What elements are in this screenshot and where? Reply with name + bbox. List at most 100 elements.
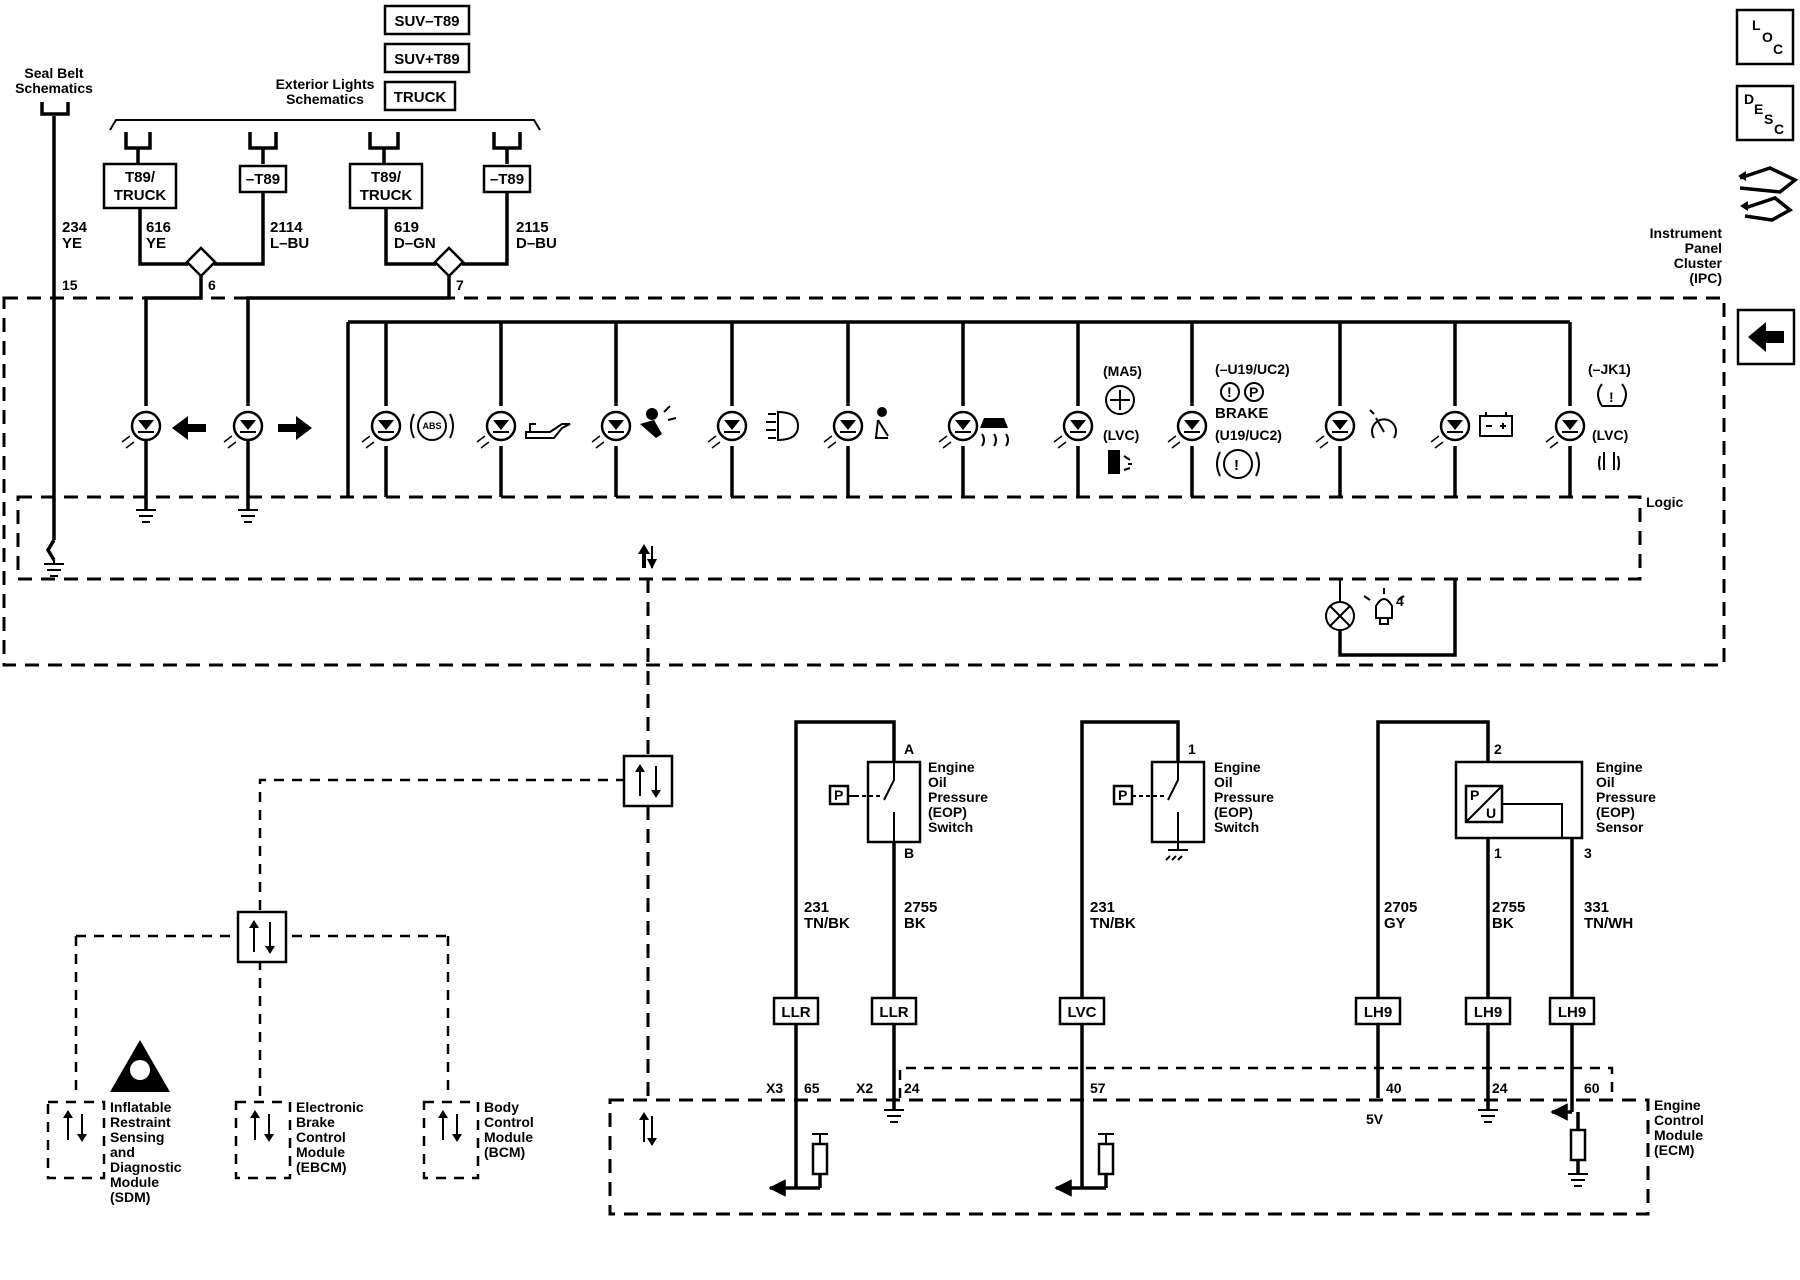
svg-text:D–GN: D–GN xyxy=(394,235,436,252)
led-symbol xyxy=(1545,410,1586,449)
svg-text:Electronic: Electronic xyxy=(296,1099,364,1115)
svg-text:TRUCK: TRUCK xyxy=(394,89,447,106)
svg-text:!: ! xyxy=(1609,389,1614,405)
eop-switch-llr-wiring: P xyxy=(794,720,922,1188)
desc-icon[interactable]: D E S C xyxy=(1735,84,1795,142)
svg-text:(–U19/UC2): (–U19/UC2) xyxy=(1215,361,1290,377)
svg-text:2755: 2755 xyxy=(1492,899,1525,916)
svg-text:T89/: T89/ xyxy=(371,169,402,186)
svg-text:Module: Module xyxy=(296,1144,345,1160)
led-symbol xyxy=(223,410,264,449)
ecm-label[interactable]: Engine Control Module (ECM) xyxy=(1654,1097,1704,1158)
svg-text:–T89: –T89 xyxy=(490,171,524,188)
sensor-pin-3: 3 xyxy=(1584,845,1592,861)
svg-text:P: P xyxy=(1470,787,1479,803)
wire-label-231-tn-bk-2: 231 TN/BK xyxy=(1090,899,1136,932)
option-code-lvc: LVC xyxy=(1058,996,1106,1026)
pin-7: 7 xyxy=(456,277,464,293)
eop-switch-label-2: Engine Oil Pressure (EOP) Switch xyxy=(1214,759,1274,835)
bcm-module[interactable]: Body Control Module (BCM) xyxy=(422,1099,534,1180)
svg-text:Inflatable: Inflatable xyxy=(110,1099,172,1115)
svg-text:(EOP): (EOP) xyxy=(1214,804,1253,820)
connector-end-view-icon[interactable] xyxy=(1738,166,1799,222)
switch2-pin-1: 1 xyxy=(1188,741,1196,757)
svg-text:!: ! xyxy=(1234,457,1239,474)
backlight-bulb: 4 xyxy=(1325,579,1457,657)
pin-6: 6 xyxy=(208,277,216,293)
svg-text:231: 231 xyxy=(1090,899,1115,916)
ma5-lvc-indicator-labels: (MA5) (LVC) xyxy=(1103,363,1142,474)
svg-text:LLR: LLR xyxy=(879,1004,908,1021)
svg-text:YE: YE xyxy=(62,235,82,252)
wire-label-2755-bk-2: 2755 BK xyxy=(1492,899,1525,932)
svg-text:(EOP): (EOP) xyxy=(928,804,967,820)
svg-text:L–BU: L–BU xyxy=(270,235,309,252)
ground-symbols-ipc xyxy=(44,440,258,577)
svg-text:X3: X3 xyxy=(766,1080,783,1096)
svg-text:(EOP): (EOP) xyxy=(1596,804,1635,820)
t89-truck-box-2: T89/ TRUCK xyxy=(348,162,424,210)
svg-text:(MA5): (MA5) xyxy=(1103,363,1142,379)
svg-text:5V: 5V xyxy=(1366,1111,1384,1127)
wire-label-2755-bk-1: 2755 BK xyxy=(904,899,937,932)
option-code-llr-1: LLR xyxy=(772,996,820,1026)
svg-text:Sensing: Sensing xyxy=(110,1129,164,1145)
ecm-boundary xyxy=(608,1098,1650,1216)
seat-belt-schematics-ref[interactable]: Seal Belt Schematics xyxy=(15,65,93,116)
svg-text:O: O xyxy=(1762,29,1773,45)
svg-text:(EBCM): (EBCM) xyxy=(296,1159,347,1175)
svg-text:C: C xyxy=(1774,121,1784,137)
right-turn-icon xyxy=(278,416,312,440)
svg-text:–T89: –T89 xyxy=(246,171,280,188)
led-symbol xyxy=(707,410,748,449)
sdm-module[interactable]: Inflatable Restraint Sensing and Diagnos… xyxy=(46,1040,182,1205)
wire-label-2114-l-bu: 2114 L–BU xyxy=(270,219,309,252)
led-symbol xyxy=(476,410,517,449)
svg-text:Exterior Lights: Exterior Lights xyxy=(276,76,375,92)
svg-text:Module: Module xyxy=(110,1174,159,1190)
svg-text:YE: YE xyxy=(146,235,166,252)
svg-text:Pressure: Pressure xyxy=(1596,789,1656,805)
svg-text:X2: X2 xyxy=(856,1080,873,1096)
svg-text:65: 65 xyxy=(804,1080,820,1096)
exterior-lights-schematics-ref[interactable]: Exterior Lights Schematics xyxy=(109,76,541,131)
wire-label-2705-gy: 2705 GY xyxy=(1384,899,1417,932)
back-arrow-icon[interactable] xyxy=(1736,308,1796,366)
serial-data-gateway-1 xyxy=(622,754,674,808)
wire-label-619-d-gn: 619 D–GN xyxy=(394,219,436,252)
loc-icon[interactable]: L O C xyxy=(1735,8,1795,66)
svg-text:TN/WH: TN/WH xyxy=(1584,915,1633,932)
ipc-logic-boundary xyxy=(16,495,1642,581)
svg-text:TRUCK: TRUCK xyxy=(114,187,167,204)
svg-text:TRUCK: TRUCK xyxy=(360,187,413,204)
minus-t89-box-1: –T89 xyxy=(238,164,288,194)
led-symbol xyxy=(1430,410,1471,449)
svg-text:Schematics: Schematics xyxy=(15,80,93,96)
svg-text:2115: 2115 xyxy=(516,219,549,236)
left-turn-icon xyxy=(172,416,206,440)
svg-text:331: 331 xyxy=(1584,899,1609,916)
svg-text:231: 231 xyxy=(804,899,829,916)
battery-icon xyxy=(1479,412,1513,437)
option-box-truck: TRUCK xyxy=(383,80,457,112)
svg-text:Module: Module xyxy=(1654,1127,1703,1143)
svg-text:Module: Module xyxy=(484,1129,533,1145)
led-symbol xyxy=(591,410,632,449)
ebcm-module[interactable]: Electronic Brake Control Module (EBCM) xyxy=(234,1099,364,1180)
svg-text:LVC: LVC xyxy=(1068,1004,1097,1021)
svg-text:60: 60 xyxy=(1584,1080,1600,1096)
svg-text:619: 619 xyxy=(394,219,419,236)
svg-text:TN/BK: TN/BK xyxy=(1090,915,1136,932)
svg-text:ABS: ABS xyxy=(422,421,441,431)
cruise-control-icon xyxy=(1369,409,1397,439)
svg-text:Restraint: Restraint xyxy=(110,1114,171,1130)
eop-switch-label-1: Engine Oil Pressure (EOP) Switch xyxy=(928,759,988,835)
svg-text:LH9: LH9 xyxy=(1364,1004,1392,1021)
svg-text:Panel: Panel xyxy=(1685,240,1722,256)
ecm-serial-data-symbol xyxy=(639,1112,657,1146)
svg-text:Engine: Engine xyxy=(1654,1097,1701,1113)
svg-text:Engine: Engine xyxy=(1214,759,1261,775)
svg-text:(LVC): (LVC) xyxy=(1103,427,1139,443)
ipc-boundary xyxy=(2,296,1726,667)
svg-text:616: 616 xyxy=(146,219,171,236)
